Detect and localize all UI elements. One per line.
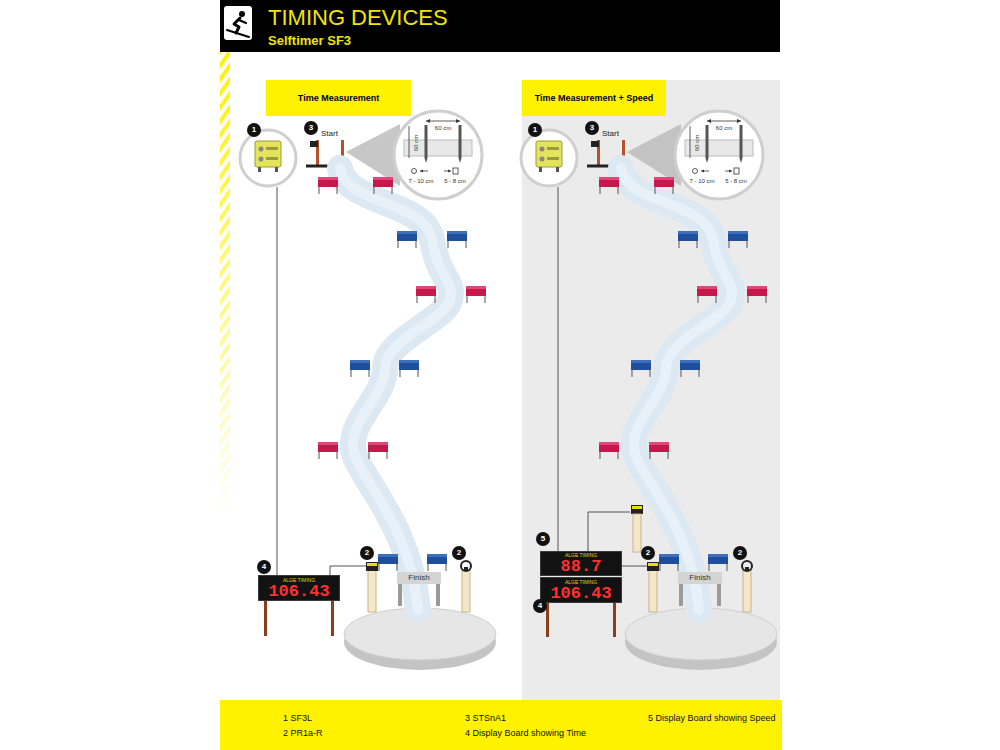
callout-number: 2 [360, 546, 374, 560]
skier-icon [224, 6, 252, 40]
callout-number: 3 [304, 121, 318, 135]
panel-heading: Time Measurement [266, 80, 411, 116]
wires-right [622, 566, 647, 567]
callout-number: 2 [733, 546, 747, 560]
skier-icon [239, 20, 246, 23]
legend-item: 5 Display Board showing Speed [648, 713, 776, 724]
legend-item: 4 Display Board showing Time [465, 728, 586, 739]
callout-number: 1 [247, 123, 261, 137]
node-text: Finish [408, 573, 429, 583]
speed-display: ALGE TIMING88.7 [540, 551, 622, 576]
title-bar [220, 0, 780, 52]
callout-number: 2 [641, 546, 655, 560]
legend-item: 1 SF3L [283, 713, 312, 724]
wires-right [633, 514, 641, 552]
display-board: ALGE TIMING106.43 [258, 575, 340, 601]
wires-right [558, 187, 559, 551]
display-digits: 88.7 [561, 558, 602, 575]
skier-icon [227, 30, 249, 37]
legend-band: 1 SF3L 2 PR1a-R 3 STSnA1 4 Display Board sh… [220, 700, 782, 750]
callout-number: 5 [536, 532, 550, 546]
display-digits: 106.43 [268, 583, 329, 600]
callout-number: 2 [452, 546, 466, 560]
node-text: Time Measurement [298, 93, 379, 103]
callout-number: 1 [528, 123, 542, 137]
finish-banner: Finish [678, 572, 722, 584]
dimension: 7 - 10 cm [408, 178, 433, 185]
legend-item: 2 PR1a-R [283, 728, 323, 739]
skier-icon [239, 11, 245, 17]
wires-right [546, 187, 647, 637]
start-label: Start [321, 129, 338, 138]
wires-right [588, 512, 630, 551]
stripe-fade [220, 52, 230, 522]
course-left [240, 111, 496, 670]
dimension: 60 cm [694, 135, 701, 151]
wires-left [277, 187, 278, 575]
legend-item: 3 STSnA1 [465, 713, 506, 724]
grey-panel [522, 80, 780, 700]
page-title: TIMING DEVICES [268, 5, 448, 31]
course-right [521, 111, 777, 670]
wires-right [613, 603, 616, 637]
callout-number: 3 [585, 121, 599, 135]
display-digits: 106.43 [550, 585, 611, 602]
display-board: ALGE TIMING106.43 [540, 577, 622, 603]
callout-number: 4 [257, 560, 271, 574]
skier-icon [224, 6, 252, 40]
wires-left [264, 187, 366, 636]
panel-heading: Time Measurement + Speed [522, 80, 666, 116]
finish-banner: Finish [397, 572, 441, 584]
wires-left [330, 566, 366, 575]
wires-left [331, 601, 334, 636]
subtitle: Selftimer SF3 [268, 33, 351, 48]
wires-right [631, 505, 643, 514]
node-text: Finish [689, 573, 710, 583]
start-label: Start [602, 129, 619, 138]
wires-right [632, 506, 642, 509]
wires-left [264, 601, 267, 636]
dimension: 60 cm [413, 135, 420, 151]
dimension: 5 - 8 cm [725, 178, 747, 185]
dimension: 60 cm [435, 125, 451, 132]
dimension: 5 - 8 cm [444, 178, 466, 185]
node-text: Time Measurement + Speed [535, 93, 654, 103]
dimension: 60 cm [716, 125, 732, 132]
callout-number: 4 [533, 599, 547, 613]
dimension: 7 - 10 cm [689, 178, 714, 185]
stripe [220, 52, 230, 522]
